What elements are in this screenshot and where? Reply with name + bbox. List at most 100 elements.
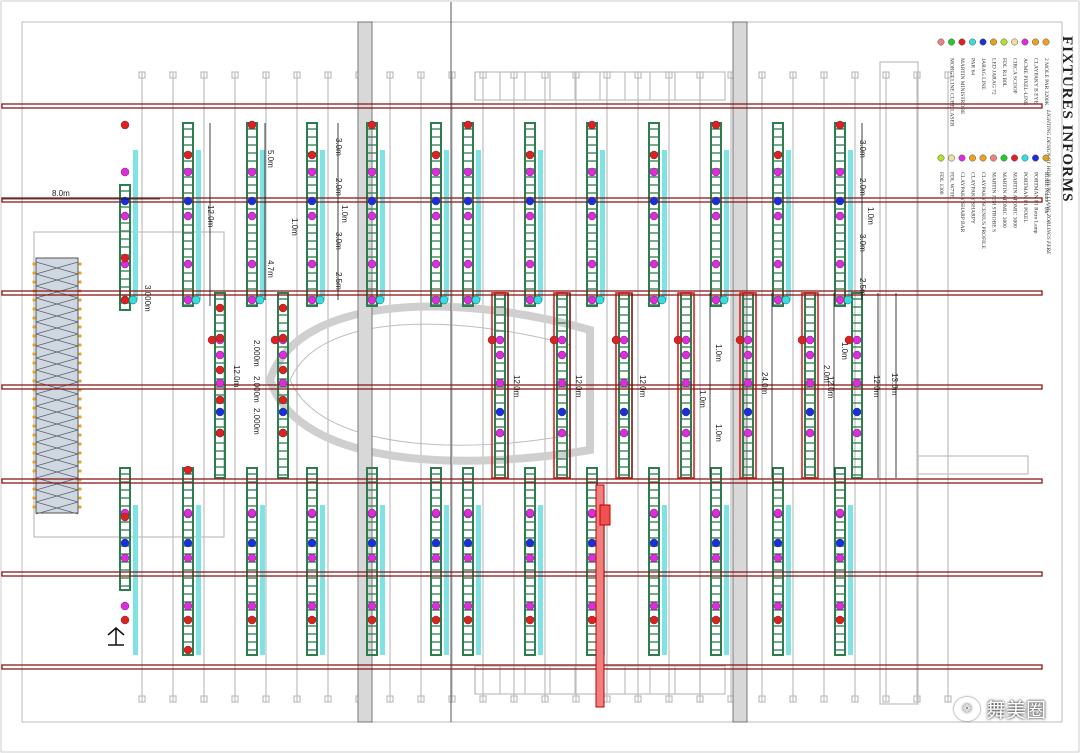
moving-head: [120, 553, 130, 563]
beam-fixture: [835, 615, 845, 625]
dimension-label: 12.0m: [638, 375, 647, 398]
stage-post-cap: [262, 695, 270, 703]
moving-head: [215, 350, 225, 360]
legend-swatch: [1011, 154, 1018, 162]
moving-head: [835, 601, 845, 611]
led-bar: [600, 150, 605, 300]
edge-light: [32, 379, 36, 383]
edge-light: [78, 370, 82, 374]
legend-label: MARTIN ATOMIC 3000: [1001, 172, 1007, 228]
dimension-label: 12.0m: [826, 376, 835, 399]
moving-head: [711, 196, 721, 206]
moving-head: [431, 508, 441, 518]
edge-light: [78, 496, 82, 500]
beam-fixture: [525, 150, 535, 160]
dimension-label: 8.0m: [52, 189, 70, 198]
moving-head: [773, 538, 783, 548]
legend-row: CLAYPAKY SCENIUS PROFILE: [980, 172, 986, 249]
edge-light: [32, 496, 36, 500]
moving-head: [183, 601, 193, 611]
legend-swatch: [948, 38, 955, 46]
beam-fixture: [120, 615, 130, 625]
legend-title: FIXTURES INFORMS: [1059, 36, 1075, 202]
moving-head: [525, 553, 535, 563]
moving-head: [120, 211, 130, 221]
wash-fixture: [781, 295, 791, 305]
legend-swatch: [958, 154, 966, 162]
moving-head: [557, 407, 567, 417]
legend-row: MARTIN JEM STROBE S: [991, 172, 997, 232]
led-bar: [724, 150, 729, 300]
moving-head: [247, 295, 257, 305]
moving-head: [619, 350, 629, 360]
edge-light: [78, 460, 82, 464]
moving-head: [805, 378, 815, 388]
dimension-label: 5.0m: [266, 150, 275, 168]
moving-head: [711, 295, 721, 305]
lattice-brace: [35, 441, 79, 455]
moving-head: [852, 350, 862, 360]
beam-fixture: [183, 150, 193, 160]
led-bar: [786, 150, 791, 300]
edge-light: [78, 451, 82, 455]
moving-head: [495, 407, 505, 417]
moving-head: [557, 378, 567, 388]
legend-row: CLAYPAKY B EYE: [1033, 58, 1039, 104]
beam-fixture: [307, 615, 317, 625]
truss-column: [119, 467, 131, 591]
watermark: ❁ 舞美圈: [954, 694, 1046, 723]
beam-fixture: [649, 150, 659, 160]
moving-head: [711, 601, 721, 611]
edge-light: [32, 442, 36, 446]
beam-fixture: [215, 333, 225, 343]
moving-head: [247, 196, 257, 206]
moving-head: [431, 196, 441, 206]
moving-head: [773, 601, 783, 611]
lattice-brace: [35, 465, 79, 479]
legend-row: PORTMAN P1 PIXEL: [1022, 172, 1028, 223]
dimension-label: 2.0m: [822, 365, 831, 383]
moving-head: [183, 211, 193, 221]
legend-row: MORGT LINE CUBE LASER: [949, 58, 955, 127]
legend-label: 2 MOLE PAR 3200K: [1043, 58, 1049, 106]
moving-head: [835, 259, 845, 269]
stage-post-cap: [541, 695, 549, 703]
beam-fixture: [120, 512, 130, 522]
moving-head: [587, 538, 597, 548]
beam-fixture: [611, 335, 621, 345]
beam-fixture: [587, 120, 597, 130]
oval-ramp: [265, 302, 594, 465]
stage-post-cap: [138, 71, 146, 79]
legend-label: FDL 1300: [938, 172, 944, 195]
moving-head: [587, 508, 597, 518]
lattice-brace: [35, 369, 79, 383]
moving-head: [525, 601, 535, 611]
moving-head: [367, 196, 377, 206]
legend-label: FDL W7TE: [949, 172, 955, 199]
moving-head: [307, 167, 317, 177]
moving-head: [649, 508, 659, 518]
edge-light: [78, 298, 82, 302]
fdl-strip: [595, 484, 605, 708]
wash-fixture: [375, 295, 385, 305]
moving-head: [649, 196, 659, 206]
stage-post-cap: [851, 695, 859, 703]
legend-row: MARTIN ATOMIC 3000: [1012, 172, 1018, 228]
moving-head: [247, 538, 257, 548]
moving-head: [557, 350, 567, 360]
moving-head: [307, 508, 317, 518]
truss-column: [772, 122, 784, 307]
stage-right-ledge: [917, 455, 1029, 475]
edge-light: [32, 469, 36, 473]
dimension-label: 1.0m: [290, 218, 299, 236]
lattice-brace: [35, 429, 79, 443]
moving-head: [525, 295, 535, 305]
legend-swatch: [1032, 38, 1039, 46]
moving-head: [587, 259, 597, 269]
beam-fixture: [649, 615, 659, 625]
stage-post-cap: [882, 695, 890, 703]
lattice-brace: [35, 489, 79, 503]
beam-fixture: [270, 335, 280, 345]
lattice-brace: [35, 393, 79, 407]
lattice-brace: [35, 357, 79, 371]
